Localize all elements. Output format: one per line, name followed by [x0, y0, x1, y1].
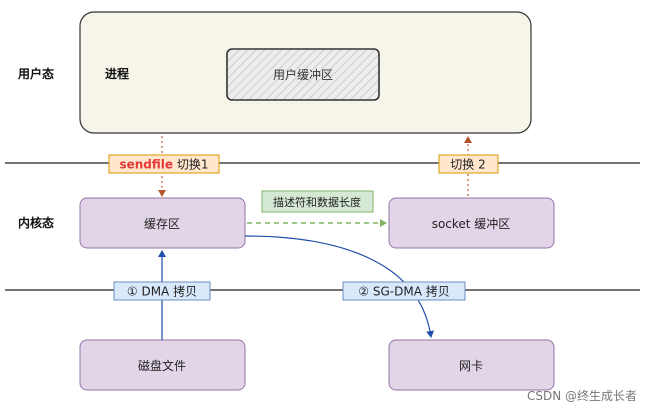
nic-box [388, 339, 555, 391]
cache-buffer-label: 缓存区 [144, 217, 180, 231]
process-label: 进程 [105, 66, 129, 81]
descriptor-label-box [261, 190, 374, 213]
socket-buffer-box [388, 197, 555, 249]
dma-copy-label-box [113, 281, 211, 301]
dma-copy-label: ① DMA 拷贝 [127, 284, 197, 299]
disk-file-label: 磁盘文件 [138, 358, 186, 373]
sg-dma-copy-label: ② SG-DMA 拷贝 [358, 284, 449, 299]
switch2-label-box [438, 154, 499, 174]
descriptor-label: 描述符和数据长度 [273, 195, 361, 209]
switch2-label: 切换 2 [450, 158, 485, 172]
sg-dma-copy-arrow [244, 235, 435, 338]
sendfile-suffix: 切换1 [173, 158, 208, 172]
layer-label-user: 用户态 [17, 66, 54, 81]
sendfile-label: sendfile 切换1 [119, 158, 208, 172]
sg-dma-copy-label-box [342, 281, 466, 301]
socket-buffer-label: socket 缓冲区 [432, 216, 511, 231]
cache-buffer-box [79, 197, 246, 249]
watermark: CSDN @终生成长者 [527, 388, 637, 403]
user-buffer-label: 用户缓冲区 [273, 67, 333, 82]
sendfile-keyword: sendfile [119, 158, 173, 172]
user-buffer-box [226, 48, 380, 101]
sendfile-label-box [108, 154, 220, 174]
layer-label-kernel: 内核态 [18, 215, 54, 230]
nic-label: 网卡 [459, 359, 483, 373]
